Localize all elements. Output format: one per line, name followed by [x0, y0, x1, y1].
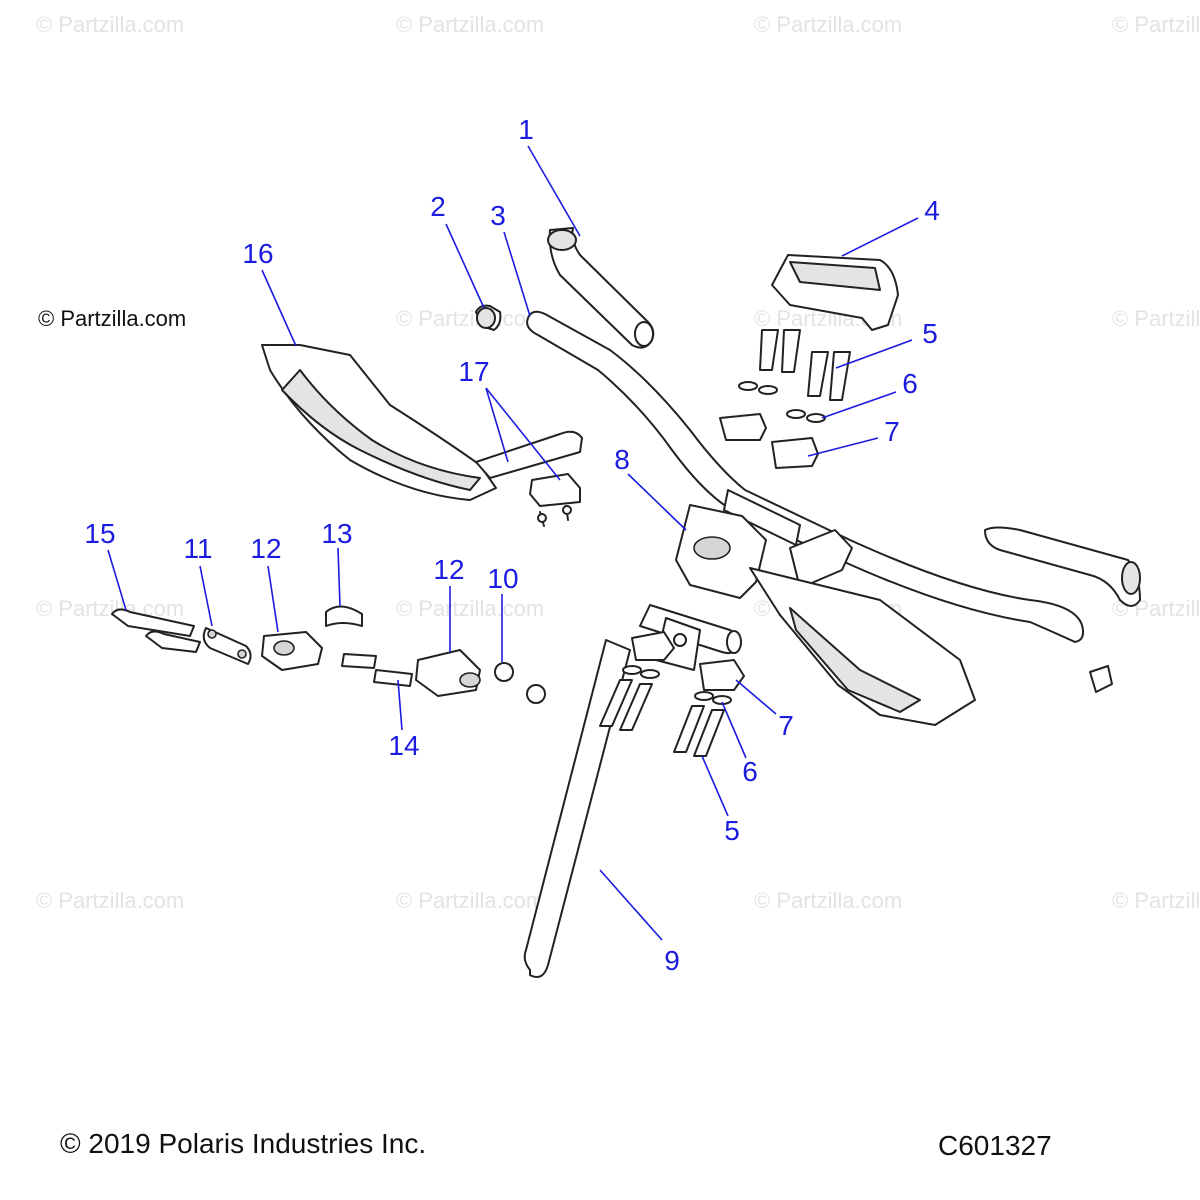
part-7-clamp-upper-left — [719, 413, 767, 441]
copyright-notice: © 2019 Polaris Industries Inc. — [60, 1128, 427, 1159]
callout-1: 1 — [518, 114, 534, 145]
partzilla-credit: © Partzilla.com — [38, 306, 187, 331]
part-1-grip-right — [984, 526, 1141, 607]
watermark: © Partzilla.com — [754, 888, 903, 913]
watermark: © Partzilla.com — [1112, 888, 1200, 913]
part-6-washers-upper — [738, 381, 826, 423]
watermark: © Partzilla.com — [396, 306, 545, 331]
watermark: © Partzilla.com — [1112, 306, 1200, 331]
watermark: © Partzilla.com — [754, 12, 903, 37]
part-7-clamp-lower-left — [631, 631, 675, 661]
watermark: © Partzilla.com — [396, 12, 545, 37]
leader-lines — [107, 145, 919, 941]
part-1-grip — [547, 227, 655, 349]
callout-5-upper: 5 — [922, 318, 938, 349]
part-16-handguard-right — [749, 567, 976, 726]
callout-6-upper: 6 — [902, 368, 918, 399]
callout-16: 16 — [242, 238, 274, 269]
part-16-handguard-left — [261, 344, 497, 501]
part-10-nuts — [494, 662, 546, 704]
callout-8: 8 — [614, 444, 630, 475]
part-13-spacer — [325, 605, 363, 627]
part-11-plate — [202, 627, 252, 665]
callout-4: 4 — [924, 195, 940, 226]
part-2-bar-end-right — [1089, 665, 1113, 693]
callout-14: 14 — [388, 730, 420, 761]
watermark: © Partzilla.com — [36, 888, 185, 913]
callout-6-lower: 6 — [742, 756, 758, 787]
callout-15: 15 — [84, 518, 116, 549]
callout-5-lower: 5 — [724, 815, 740, 846]
watermark: © Partzilla.com — [36, 596, 185, 621]
part-7-clamp-lower-right — [699, 659, 745, 691]
part-12-mount-right — [415, 649, 481, 697]
diagram-code: C601327 — [938, 1130, 1052, 1161]
callout-7-lower: 7 — [778, 710, 794, 741]
part-14-sleeves — [341, 653, 413, 687]
watermark: © Partzilla.com — [1112, 12, 1200, 37]
callout-11: 11 — [183, 533, 213, 564]
part-2-bar-end — [475, 304, 502, 331]
part-17-bracket — [475, 430, 583, 527]
part-15-bolts — [111, 608, 201, 653]
watermark: © Partzilla.com — [396, 888, 545, 913]
part-4-cover — [771, 254, 899, 331]
callout-9: 9 — [664, 945, 680, 976]
part-8-riser-clamp — [675, 504, 853, 599]
callout-10: 10 — [487, 563, 519, 594]
callout-3: 3 — [490, 200, 506, 231]
watermark: © Partzilla.com — [36, 12, 185, 37]
callout-7-upper: 7 — [884, 416, 900, 447]
callout-17: 17 — [458, 356, 490, 387]
watermark: © Partzilla.com — [396, 596, 545, 621]
callout-12-right: 12 — [433, 554, 465, 585]
part-5-bolts-lower — [599, 679, 725, 757]
part-3-handlebar — [526, 310, 1085, 643]
callout-12-left: 12 — [250, 533, 282, 564]
part-12-mount-left — [261, 631, 323, 671]
part-7-clamp-upper-right — [771, 437, 819, 469]
part-9-steering-post — [523, 604, 742, 978]
callout-2: 2 — [430, 191, 446, 222]
callout-13: 13 — [321, 518, 353, 549]
